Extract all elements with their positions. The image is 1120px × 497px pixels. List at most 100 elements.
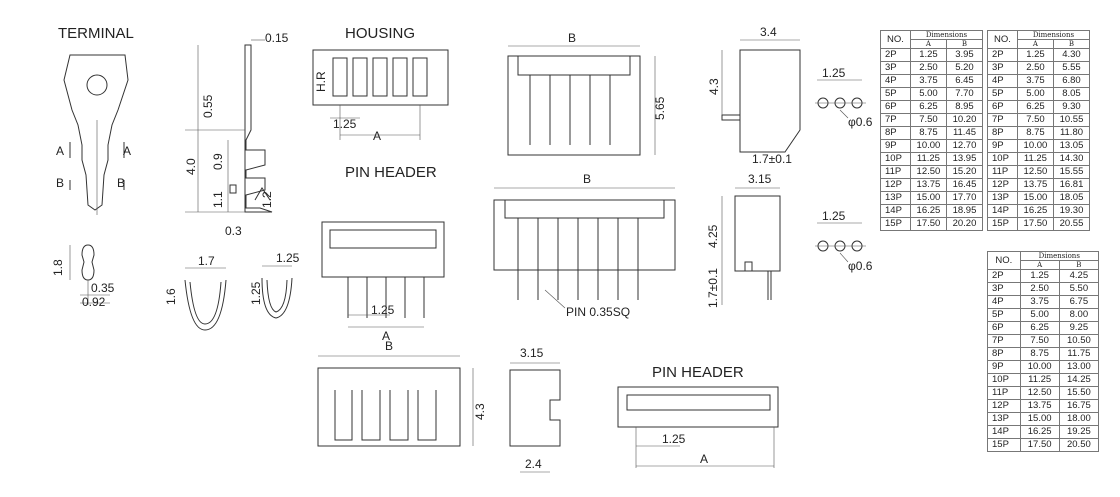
cell-a: 12.50 [909,165,947,179]
cell-no: 4P [987,295,1021,309]
cell-no: 12P [880,178,911,192]
title-pin-header-2: PIN HEADER [652,364,744,381]
cell-no: 13P [987,412,1021,426]
cell-a: 11.25 [1019,373,1060,387]
dim-1-8: 1.8 [51,259,65,276]
cell-b: 11.80 [1052,126,1091,140]
header-a: A [1019,260,1060,270]
cell-no: 3P [880,61,911,75]
dim-4-3-bottom: 4.3 [473,403,487,420]
dim-1-25-w: 1.25 [276,251,300,265]
cell-a: 10.00 [909,139,947,153]
dim-hr: H.R [314,71,328,92]
cell-no: 3P [987,61,1018,75]
cell-a: 10.00 [1016,139,1054,153]
cell-no: 2P [880,48,911,62]
cell-b: 9.30 [1052,100,1091,114]
cell-b: 19.25 [1058,425,1100,439]
cell-a: 11.25 [1016,152,1054,166]
cell-no: 9P [987,360,1021,374]
hole-pattern-top [815,79,866,119]
dim-3-4: 3.4 [760,25,777,39]
cell-a: 15.00 [1019,412,1060,426]
header-dimensions: Dimensions [1019,251,1100,261]
pin-header-top-view [617,386,779,468]
cell-a: 12.50 [1016,165,1054,179]
cell-no: 12P [987,399,1021,413]
header-b: B [945,39,984,49]
dim-hole-pitch-mid: 1.25 [822,209,846,223]
cell-a: 2.50 [909,61,947,75]
cell-b: 10.55 [1052,113,1091,127]
title-terminal: TERMINAL [58,25,134,42]
dim-bottom-pitch: 1.25 [662,432,686,446]
cell-a: 16.25 [1019,425,1060,439]
section-a-right: A [123,144,131,158]
cell-b: 13.00 [1058,360,1100,374]
cell-b: 16.81 [1052,178,1091,192]
cell-b: 3.95 [945,48,984,62]
crimp-u-1 [184,279,227,331]
cell-no: 6P [987,100,1018,114]
cell-no: 8P [987,347,1021,361]
housing-side-view [509,362,561,473]
cell-b: 18.00 [1058,412,1100,426]
dim-hole-pitch-top: 1.25 [822,66,846,80]
cell-no: 2P [987,48,1018,62]
dim-0-92: 0.92 [82,295,106,309]
cell-no: 4P [987,74,1018,88]
cell-no: 2P [987,269,1021,283]
crimp-u-2 [261,277,293,319]
cell-a: 1.25 [909,48,947,62]
cell-a: 5.00 [909,87,947,101]
dim-0-55: 0.55 [201,94,215,118]
cell-b: 16.75 [1058,399,1100,413]
dim-3-15-mid: 3.15 [748,172,772,186]
dim-1-2: 1.2 [260,191,274,208]
title-pin-header-1: PIN HEADER [345,164,437,181]
header-dimensions: Dimensions [1016,30,1091,40]
section-b-right: B [117,176,125,190]
title-housing: HOUSING [345,25,415,42]
cell-a: 1.25 [1016,48,1054,62]
terminal-front-view [63,54,129,215]
dim-1-6: 1.6 [164,288,178,305]
dim-3-15-bottom: 3.15 [520,346,544,360]
cell-no: 12P [987,178,1018,192]
dim-housing-pitch: 1.25 [333,117,357,131]
cell-no: 6P [987,321,1021,335]
dim-0-9: 0.9 [211,153,225,170]
cell-no: 5P [987,87,1018,101]
cell-b: 9.25 [1058,321,1100,335]
cell-b: 16.45 [945,178,984,192]
cell-b: 15.20 [945,165,984,179]
cell-b: 6.75 [1058,295,1100,309]
dim-pin-pitch: 1.25 [371,303,395,317]
dim-0-3: 0.3 [225,224,242,238]
cell-no: 9P [987,139,1018,153]
cell-a: 13.75 [1016,178,1054,192]
cell-a: 13.75 [909,178,947,192]
